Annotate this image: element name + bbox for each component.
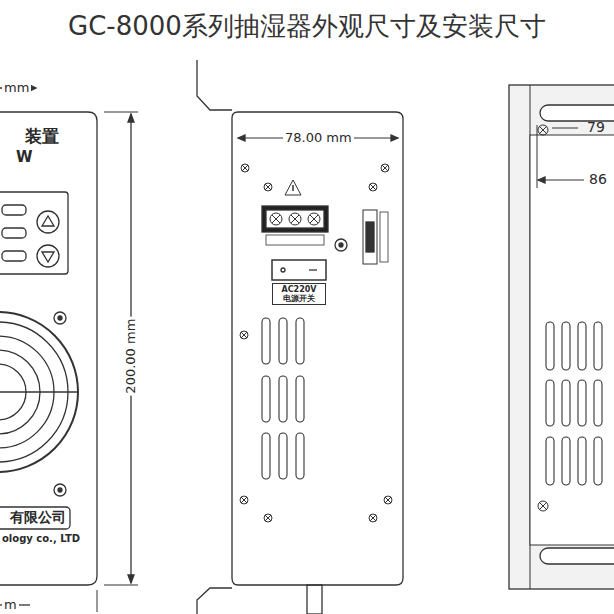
dimension-label: 200.00 mm <box>124 317 138 396</box>
dimension-label: 86 <box>589 172 607 187</box>
switch-label-box: AC220V电源开关 <box>272 283 326 305</box>
dimension-label: 78.00 mm <box>283 131 354 145</box>
dimension-label: W <box>16 149 33 166</box>
node-text: 电源开关 <box>276 294 322 303</box>
node-text: AC220V <box>276 285 322 294</box>
dimension-label: 有限公司 <box>10 510 66 525</box>
dimension-label: ology co., LTD <box>2 533 80 544</box>
diagram-title: GC-8000系列抽湿器外观尺寸及安装尺寸 <box>68 12 546 41</box>
dimension-label: 装置 <box>25 127 59 146</box>
dimension-label: mm <box>2 81 31 95</box>
dimension-label: m <box>2 598 19 612</box>
dimension-label: 79 <box>587 120 605 135</box>
